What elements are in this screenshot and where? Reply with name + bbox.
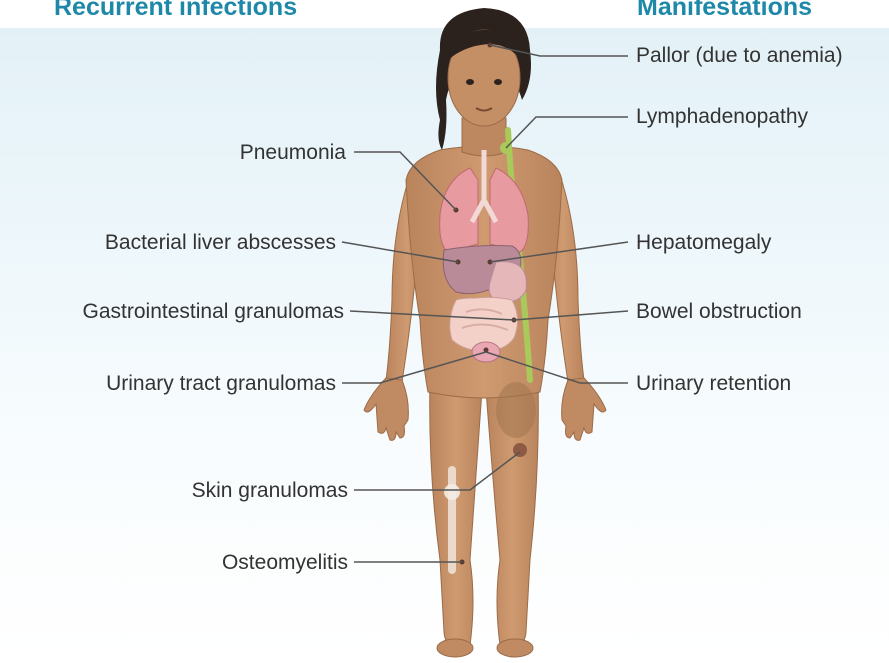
left-eye (466, 79, 474, 85)
label-gastrointestinal-granulomas: Gastrointestinal granulomas (6, 299, 344, 325)
left-foot (437, 639, 473, 657)
right-eye (494, 79, 502, 85)
label-bowel-obstruction: Bowel obstruction (636, 299, 802, 325)
label-pneumonia: Pneumonia (196, 140, 346, 166)
label-osteomyelitis: Osteomyelitis (170, 550, 348, 576)
left-hand (364, 378, 408, 440)
skin-granuloma-patch (496, 382, 536, 438)
label-hepatomegaly: Hepatomegaly (636, 230, 771, 256)
label-bacterial-liver-abscesses: Bacterial liver abscesses (40, 230, 336, 256)
label-urinary-tract-granulomas: Urinary tract granulomas (34, 371, 336, 397)
label-skin-granulomas: Skin granulomas (140, 478, 348, 504)
label-urinary-retention: Urinary retention (636, 371, 791, 397)
right-hand (562, 378, 606, 440)
label-pallor: Pallor (due to anemia) (636, 43, 843, 69)
right-foot (497, 639, 533, 657)
label-lymphadenopathy: Lymphadenopathy (636, 104, 808, 130)
leader-lymph (506, 117, 628, 148)
stomach (489, 262, 526, 303)
